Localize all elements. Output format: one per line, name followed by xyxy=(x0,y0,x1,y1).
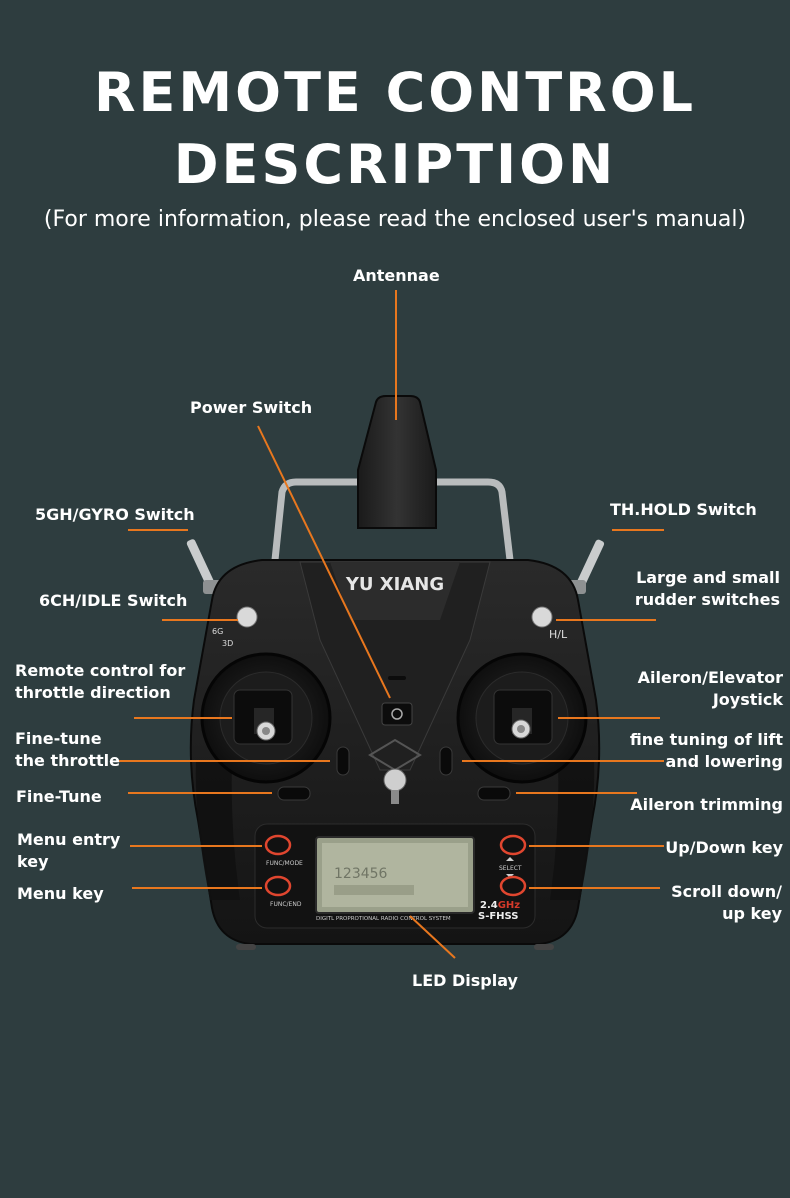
switch-hl-label: H/L xyxy=(549,628,568,641)
label-updown-key: Up/Down key xyxy=(665,838,783,857)
label-finetune-lift-line2: and lowering xyxy=(665,752,783,771)
label-scroll-key-line1: Scroll down/ xyxy=(671,882,782,901)
label-scroll-key-line2: up key xyxy=(722,904,782,923)
protocol-label: S-FHSS xyxy=(478,911,519,922)
page-subtitle: (For more information, please read the e… xyxy=(43,207,747,232)
elevator-trim xyxy=(439,746,453,776)
antenna xyxy=(357,395,437,529)
label-rudder-switches-line1: Large and small xyxy=(636,568,780,587)
label-rudder-switches-line2: rudder switches xyxy=(634,590,780,609)
label-finetune: Fine-Tune xyxy=(16,787,102,806)
power-switch xyxy=(381,702,413,726)
func-end-label: FUNC/END xyxy=(270,901,302,908)
label-thhold-switch: TH.HOLD Switch xyxy=(610,500,757,519)
label-menu-key: Menu key xyxy=(17,884,104,903)
label-aileron-joystick-line1: Aileron/Elevator xyxy=(637,668,783,687)
label-gyro-switch: 5GH/GYRO Switch xyxy=(35,505,195,524)
aileron-trim xyxy=(477,786,511,801)
throttle-trim xyxy=(336,746,350,776)
rudder-trim xyxy=(277,786,311,801)
lcd-digits: 123456 xyxy=(334,866,388,882)
label-finetune-throttle-line1: Fine-tune xyxy=(15,729,102,748)
page-title-line1: REMOTE CONTROL xyxy=(93,61,697,124)
label-finetune-lift: fine tuning of lift and lowering xyxy=(630,729,783,773)
switch-3d-label: 3D xyxy=(222,639,233,648)
select-label: SELECT xyxy=(499,865,522,872)
center-knob xyxy=(383,768,407,792)
label-idle-switch: 6CH/IDLE Switch xyxy=(39,591,188,610)
label-rudder-switches: Large and small rudder switches xyxy=(635,567,780,611)
func-mode-key xyxy=(264,834,292,856)
page-title-line2: DESCRIPTION xyxy=(173,133,617,196)
label-antennae: Antennae xyxy=(353,266,440,285)
func-end-key xyxy=(264,875,292,897)
band-label: 2.4GHz xyxy=(480,900,520,911)
label-power-switch: Power Switch xyxy=(190,398,313,417)
idle-switch xyxy=(236,606,258,628)
label-throttle-direction-line1: Remote control for xyxy=(15,661,186,680)
leader-lines xyxy=(118,290,664,959)
label-finetune-throttle: Fine-tune the throttle xyxy=(15,728,120,772)
scroll-key xyxy=(499,875,527,897)
label-aileron-joystick: Aileron/Elevator Joystick xyxy=(638,667,783,711)
label-finetune-lift-line1: fine tuning of lift xyxy=(629,730,783,749)
label-aileron-joystick-line2: Joystick xyxy=(712,690,783,709)
label-led-display: LED Display xyxy=(412,971,518,990)
func-mode-label: FUNC/MODE xyxy=(266,860,303,867)
switch-6g-label: 6G xyxy=(212,627,223,636)
brand-label: YU XIANG xyxy=(345,574,444,595)
label-aileron-trimming: Aileron trimming xyxy=(630,795,783,814)
label-scroll-key: Scroll down/ up key xyxy=(671,881,782,925)
label-throttle-direction-line2: throttle direction xyxy=(15,683,171,702)
label-menu-entry: Menu entry key xyxy=(17,829,120,873)
label-finetune-throttle-line2: the throttle xyxy=(15,751,121,770)
label-menu-entry-line1: Menu entry xyxy=(17,830,121,849)
up-down-key xyxy=(499,834,527,856)
system-footer-label: DIGITL PROPROTIONAL RADIO CONTROL SYSTEM xyxy=(316,916,451,922)
center-panel xyxy=(299,561,491,771)
label-menu-entry-line2: key xyxy=(17,852,49,871)
rudder-switch xyxy=(531,606,553,628)
label-throttle-direction: Remote control for throttle direction xyxy=(15,660,185,704)
